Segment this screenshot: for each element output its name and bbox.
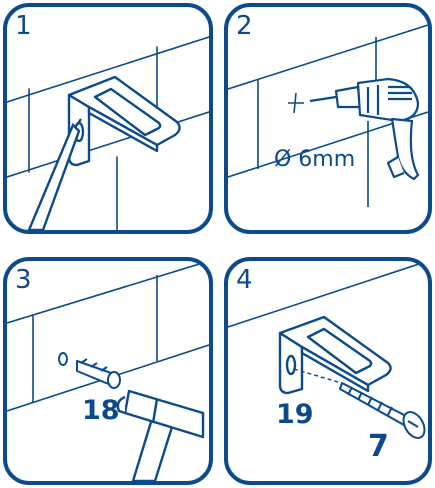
hammer-icon [116, 389, 205, 481]
bracket-icon [278, 315, 392, 395]
step-2-illustration [228, 24, 428, 207]
step-number: 3 [15, 265, 32, 295]
step-1-illustration [7, 36, 209, 230]
part-code: 19 [276, 399, 314, 430]
part-code: 18 [82, 395, 120, 426]
hole-diameter-label: Ø 6mm [274, 147, 356, 172]
step-4-panel: 4 19 7 [224, 257, 432, 485]
screwdriver-icon [27, 118, 82, 230]
step-4-illustration [228, 261, 428, 439]
step-number: 2 [236, 11, 253, 41]
step-3-illustration [7, 261, 209, 481]
tile-line [228, 261, 428, 328]
tile-line [7, 261, 209, 324]
alignment-line [293, 368, 349, 386]
step-1-panel: 1 [3, 3, 213, 234]
tile-line [228, 24, 428, 90]
step-3-panel: 3 18 [3, 257, 213, 485]
tile-line [7, 36, 209, 103]
drill-icon [309, 77, 420, 181]
wall-plug-icon [58, 352, 121, 389]
mark-icon [288, 92, 304, 114]
step-2-panel: 2 Ø 6mm [224, 3, 432, 234]
step-number: 4 [236, 265, 253, 295]
screw-icon [339, 382, 426, 439]
part-code: 7 [368, 429, 389, 464]
bracket-icon [67, 75, 181, 167]
step-number: 1 [15, 11, 32, 41]
